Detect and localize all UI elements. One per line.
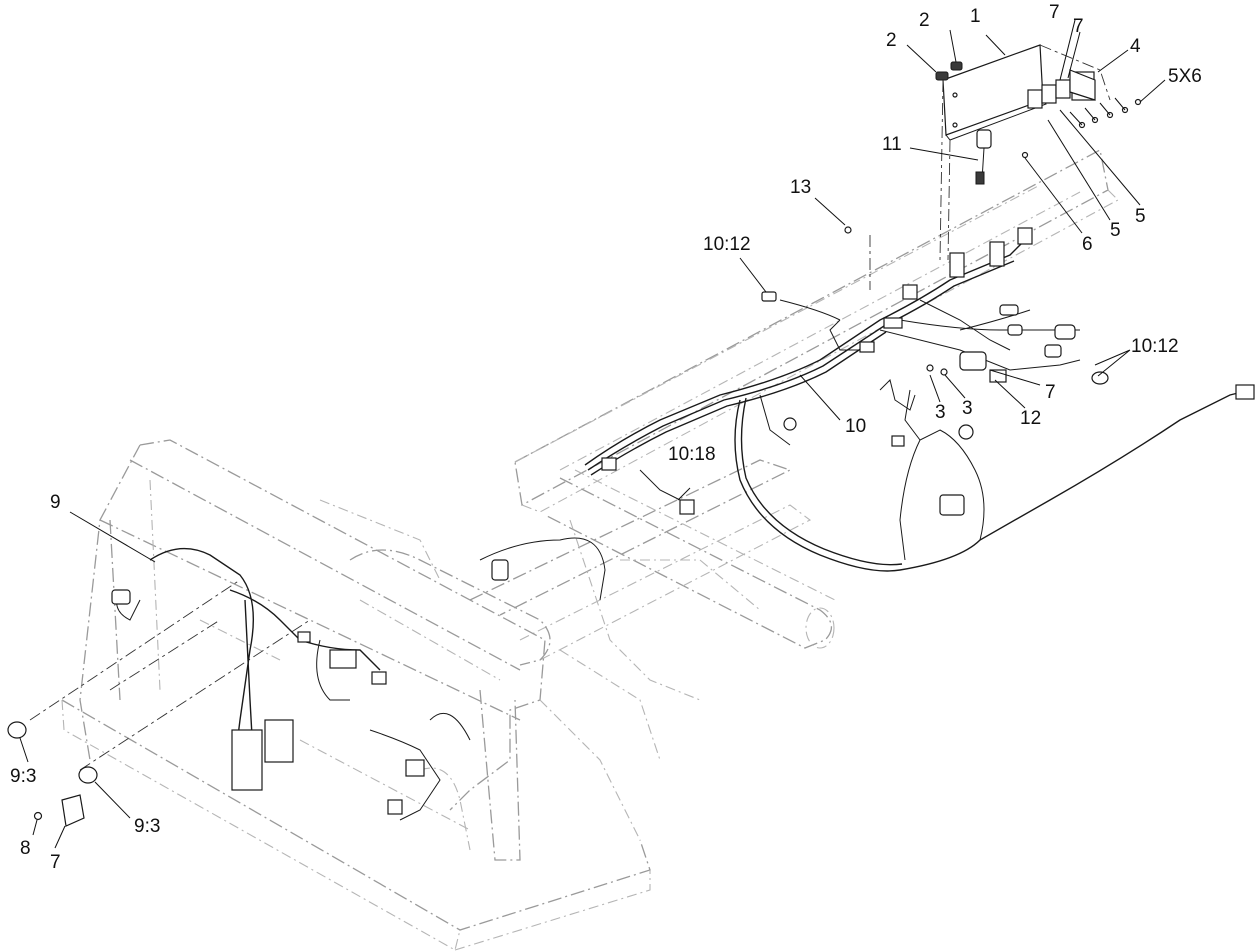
screw-set [1069, 97, 1142, 129]
rear-relay-parts [7, 721, 98, 827]
assembly-lines [29, 79, 951, 771]
callout-6: 6 [1082, 234, 1093, 255]
callout-13: 13 [790, 177, 811, 198]
callout-1: 1 [970, 6, 981, 27]
rear-harness-connectors [111, 559, 509, 815]
rear-harness [116, 537, 606, 821]
callout-10-12-left: 10:12 [703, 234, 751, 255]
vehicle-frame-outline [61, 149, 1119, 951]
callout-8: 8 [20, 838, 31, 859]
callout-2-right: 2 [919, 10, 930, 31]
clip-part [1021, 151, 1029, 159]
callout-10: 10 [845, 416, 866, 437]
fastener-part [844, 226, 852, 234]
callout-12: 12 [1020, 408, 1041, 429]
callout-9-3-right: 9:3 [134, 816, 160, 837]
callout-4: 4 [1130, 36, 1141, 57]
relay-bracket [1069, 69, 1096, 101]
callout-5-right: 5 [1135, 206, 1146, 227]
harness-connectors [601, 227, 1255, 516]
callout-11: 11 [882, 134, 902, 155]
callout-9: 9 [50, 492, 61, 513]
callout-3-left: 3 [935, 402, 946, 423]
callout-labels: 1 2 2 7 7 4 5X6 11 5 5 6 13 10:12 10:12 … [10, 2, 1202, 873]
callout-7-top-left: 7 [1049, 2, 1060, 23]
callout-10-18: 10:18 [668, 444, 716, 465]
callout-3-right: 3 [962, 398, 973, 419]
callout-10-12-right: 10:12 [1131, 336, 1179, 357]
callout-5x6: 5X6 [1168, 66, 1202, 87]
callout-7-middle: 7 [1045, 382, 1056, 403]
callout-7-bottom: 7 [50, 852, 61, 873]
switch-part [975, 129, 992, 185]
callout-9-3-left: 9:3 [10, 766, 36, 787]
callout-5-left: 5 [1110, 220, 1121, 241]
callout-7-top-right: 7 [1073, 16, 1084, 37]
nut-parts [935, 61, 963, 81]
callout-leaders [19, 19, 1166, 849]
callout-2-left: 2 [886, 30, 897, 51]
